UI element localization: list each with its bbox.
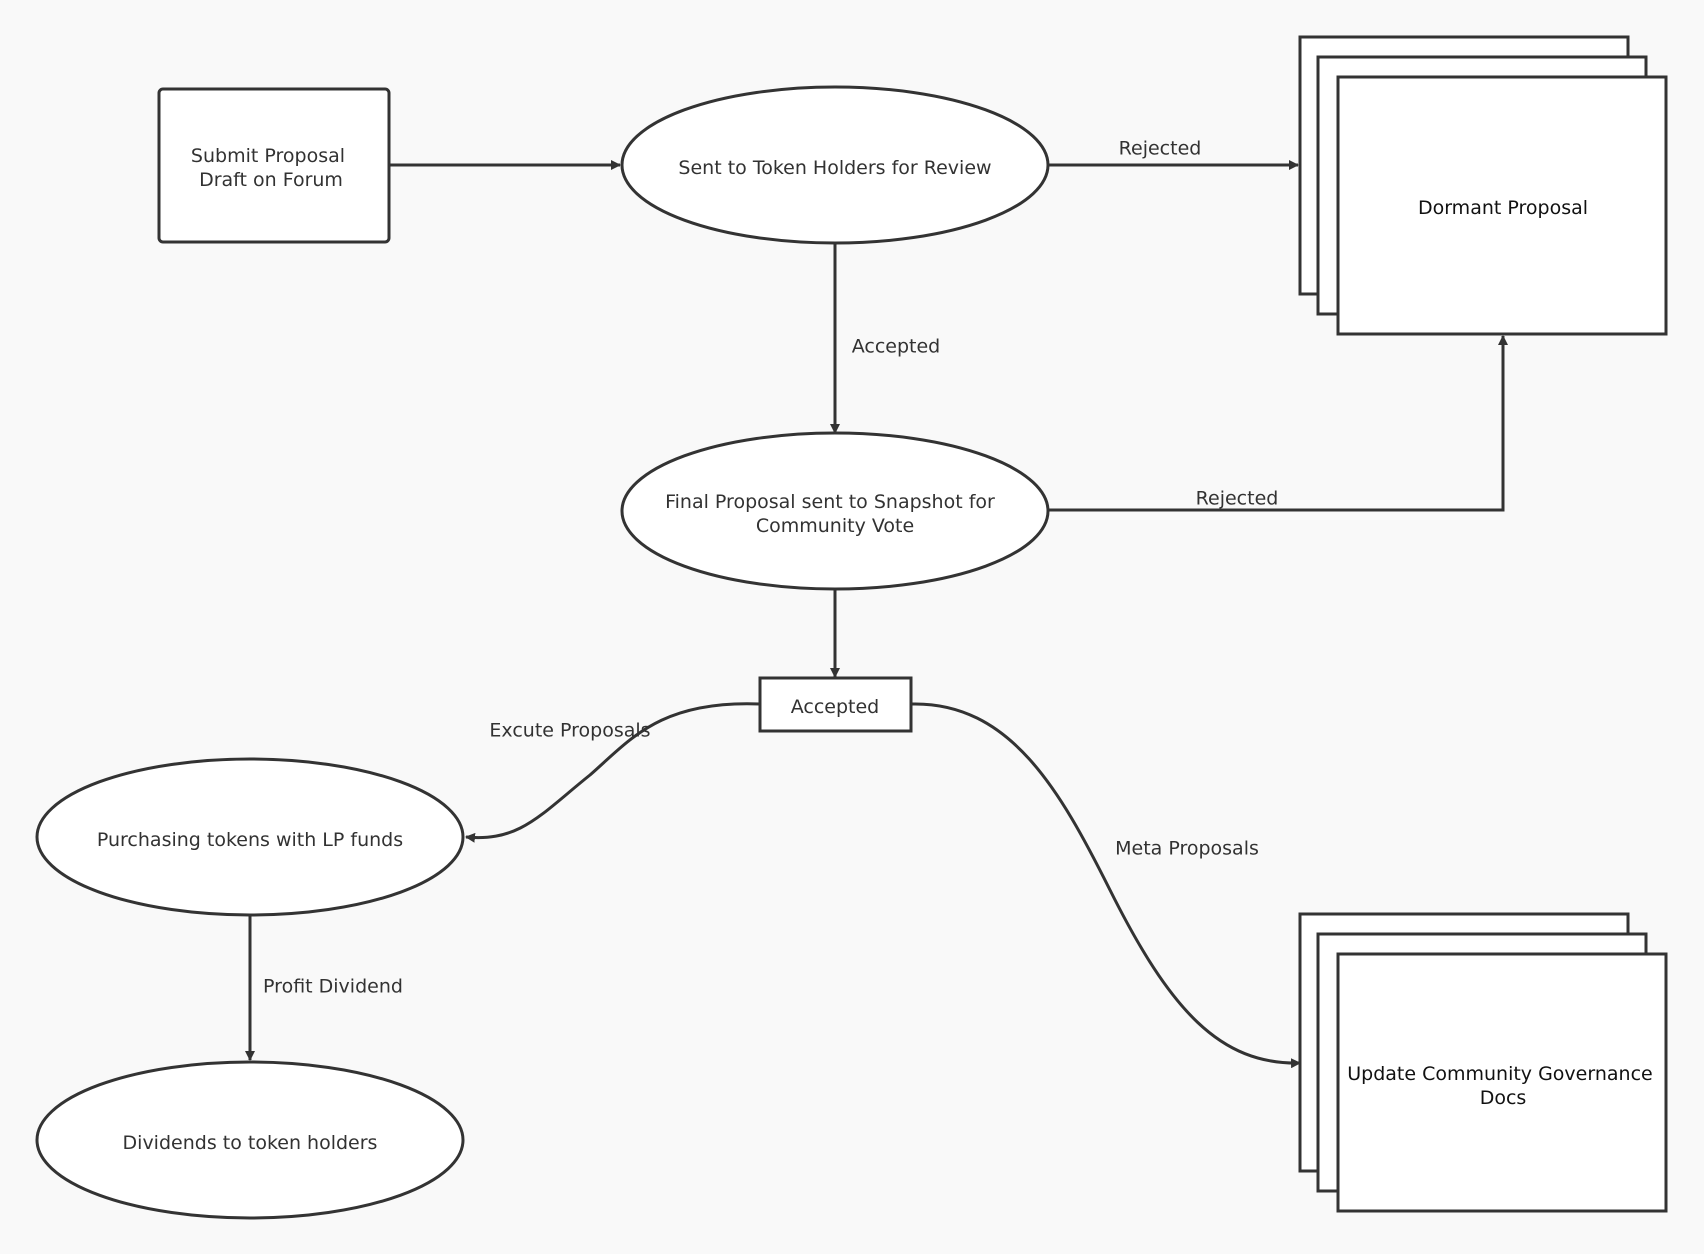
edge-label-execute: Excute Proposals xyxy=(489,720,650,742)
node-update-line-2: Docs xyxy=(1480,1087,1527,1109)
node-purchasing-shape xyxy=(35,757,465,917)
edge-label-meta: Meta Proposals xyxy=(1115,838,1259,860)
edge-label-review-rejected: Rejected xyxy=(1119,138,1202,160)
node-update-line-1: Update Community Governance xyxy=(1347,1063,1652,1085)
node-purchasing-label: Purchasing tokens with LP funds xyxy=(97,829,403,851)
node-submit-proposal: Submit Proposal Draft on Forum xyxy=(157,87,391,244)
node-accepted-shape xyxy=(758,676,913,733)
node-dividends-label: Dividends to token holders xyxy=(123,1132,378,1154)
node-purchasing-line-1: Purchasing tokens with LP funds xyxy=(97,829,403,851)
node-update-shape-front xyxy=(1336,952,1668,1213)
edge-labels: Rejected Accepted Rejected Excute Propos… xyxy=(263,138,1278,998)
edge-label-profit: Profit Dividend xyxy=(263,976,403,998)
edge-accepted-to-update-docs xyxy=(911,702,1301,1069)
node-purchasing-tokens: Purchasing tokens with LP funds xyxy=(35,757,465,917)
node-snapshot-line-1: Final Proposal sent to Snapshot for xyxy=(665,491,995,513)
node-snapshot-shape xyxy=(620,431,1050,591)
node-snapshot-label: Final Proposal sent to Snapshot for Comm… xyxy=(665,491,1001,537)
node-accepted-label: Accepted xyxy=(791,696,880,718)
node-update-label: Update Community Governance Docs xyxy=(1347,1063,1659,1109)
node-token-holders-review: Sent to Token Holders for Review xyxy=(620,85,1050,245)
node-accepted: Accepted xyxy=(758,676,913,733)
node-dormant-line-1: Dormant Proposal xyxy=(1418,197,1588,219)
node-dormant-shape-front xyxy=(1336,75,1668,336)
node-review-line-1: Sent to Token Holders for Review xyxy=(678,157,991,179)
node-snapshot-line-2: Community Vote xyxy=(756,515,914,537)
node-snapshot-vote: Final Proposal sent to Snapshot for Comm… xyxy=(620,431,1050,591)
edge-snapshot-to-dormant xyxy=(1048,335,1508,512)
node-dividends-line-1: Dividends to token holders xyxy=(123,1132,378,1154)
node-submit-label: Submit Proposal Draft on Forum xyxy=(191,145,351,191)
node-submit-line-2: Draft on Forum xyxy=(199,169,343,191)
node-submit-line-1: Submit Proposal xyxy=(191,145,345,167)
edge-label-review-accepted: Accepted xyxy=(852,336,941,358)
node-dormant-proposal: Dormant Proposal xyxy=(1298,35,1668,336)
node-submit-shape xyxy=(157,87,391,244)
node-review-shape xyxy=(620,85,1050,245)
node-dividends: Dividends to token holders xyxy=(35,1060,465,1220)
node-dormant-label: Dormant Proposal xyxy=(1418,197,1588,219)
node-update-governance-docs: Update Community Governance Docs xyxy=(1298,912,1668,1213)
edge-accepted-to-purchasing xyxy=(465,702,761,843)
edge-label-snapshot-rejected: Rejected xyxy=(1196,488,1279,510)
node-dividends-shape xyxy=(35,1060,465,1220)
node-accepted-line-1: Accepted xyxy=(791,696,880,718)
node-review-label: Sent to Token Holders for Review xyxy=(678,157,991,179)
edges xyxy=(245,160,1508,1069)
